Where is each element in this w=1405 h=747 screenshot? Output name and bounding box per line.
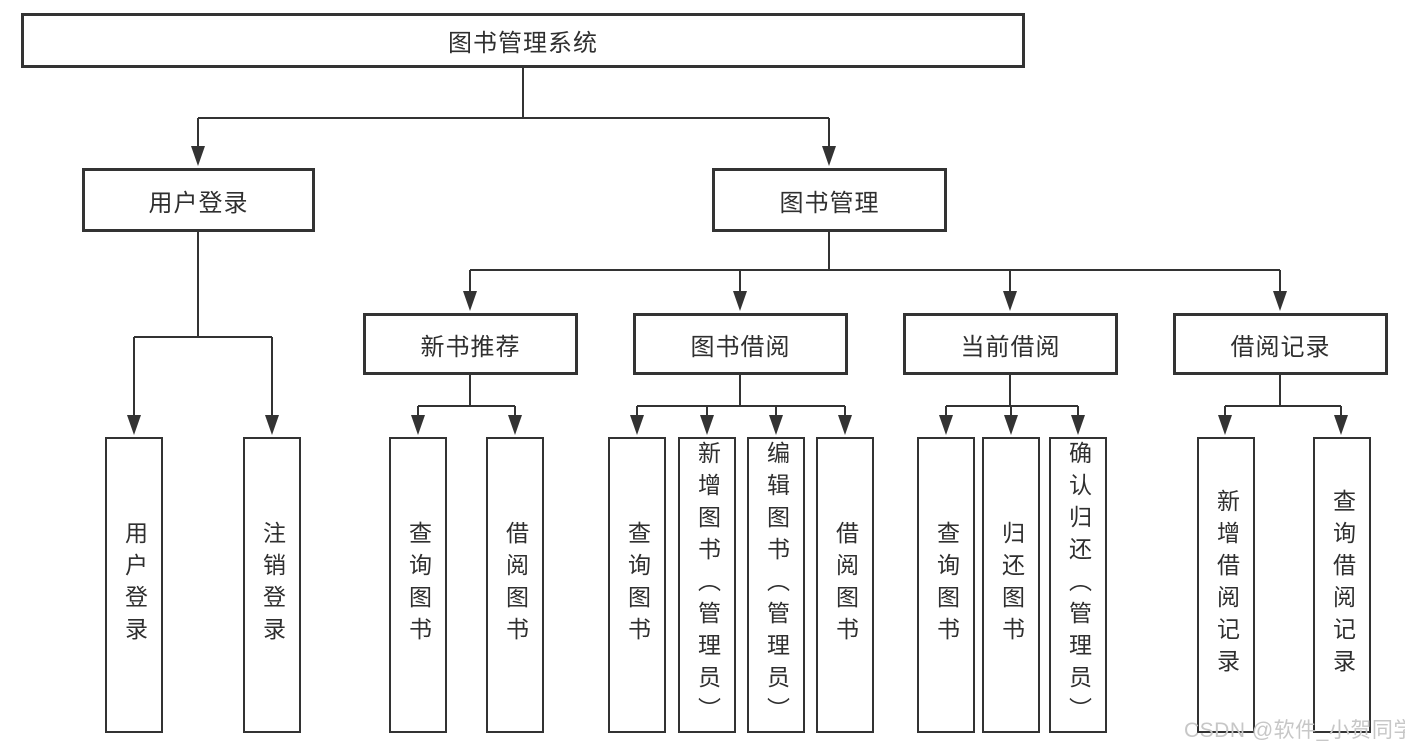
node-label: 新增图书（管理员） [694,441,721,729]
node-label: 图书管理 [779,189,880,217]
node-label: 新书推荐 [420,333,521,361]
csdn-watermark: CSDN @软件_小贺同学 [1184,719,1405,742]
node-label: 用户登录 [121,521,148,649]
node-label: 用户登录 [148,189,249,217]
node-label: 图书管理系统 [448,30,598,57]
node-label: 新增借阅记录 [1213,489,1240,681]
leaf-logout: 注销登录 [243,437,301,733]
leaf-query-book-current: 查询图书 [917,437,975,733]
node-book-borrow: 图书借阅 [633,313,848,375]
leaf-borrow-book-recommend: 借阅图书 [486,437,544,733]
node-label: 当前借阅 [960,333,1061,361]
node-label: 查询图书 [933,521,960,649]
node-label: 注销登录 [259,521,286,649]
leaf-query-borrow-record: 查询借阅记录 [1313,437,1371,733]
leaf-confirm-return-admin: 确认归还（管理员） [1049,437,1107,733]
leaf-borrow-book: 借阅图书 [816,437,874,733]
node-label: 确认归还（管理员） [1065,441,1092,729]
node-label: 借阅记录 [1230,333,1331,361]
node-label: 归还图书 [998,521,1025,649]
node-user-login: 用户登录 [82,168,315,232]
leaf-query-book-borrow: 查询图书 [608,437,666,733]
node-label: 借阅图书 [832,521,859,649]
leaf-add-book-admin: 新增图书（管理员） [678,437,736,733]
node-label: 图书借阅 [690,333,791,361]
node-new-book-recommend: 新书推荐 [363,313,578,375]
node-library-system: 图书管理系统 [21,13,1025,68]
node-label: 查询图书 [624,521,651,649]
node-label: 查询图书 [405,521,432,649]
node-current-borrow: 当前借阅 [903,313,1118,375]
leaf-query-book-recommend: 查询图书 [389,437,447,733]
leaf-add-borrow-record: 新增借阅记录 [1197,437,1255,733]
node-label: 查询借阅记录 [1329,489,1356,681]
leaf-edit-book-admin: 编辑图书（管理员） [747,437,805,733]
node-label: 借阅图书 [502,521,529,649]
node-borrow-records: 借阅记录 [1173,313,1388,375]
leaf-user-login: 用户登录 [105,437,163,733]
node-label: 编辑图书（管理员） [763,441,790,729]
leaf-return-book: 归还图书 [982,437,1040,733]
node-book-management: 图书管理 [712,168,947,232]
